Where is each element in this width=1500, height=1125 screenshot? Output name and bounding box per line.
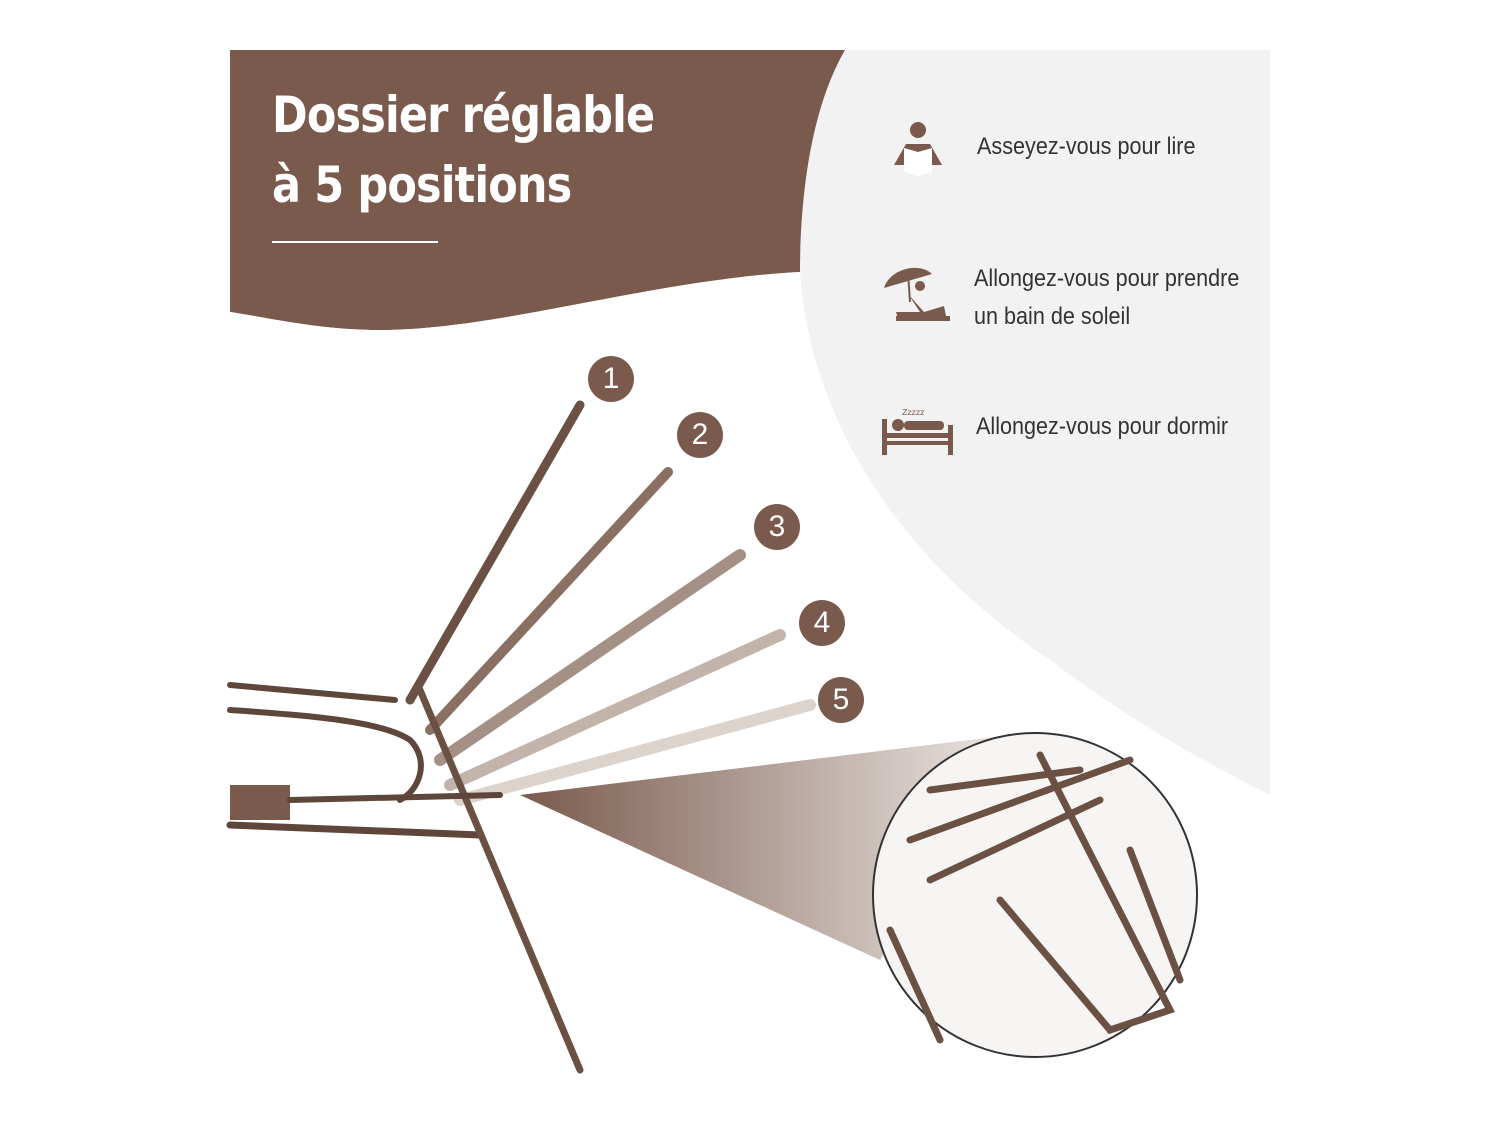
svg-text:Zzzzz: Zzzzz (902, 408, 924, 417)
position-badge-2: 2 (677, 412, 723, 458)
feature-sunbathe: Allongez-vous pour prendre un bain de so… (974, 260, 1239, 336)
page-title: Dossier réglable à 5 positions (272, 80, 655, 220)
brown-banner (230, 50, 845, 330)
feature-read: Asseyez-vous pour lire (977, 133, 1196, 160)
chair-drawing (226, 400, 816, 1074)
feature-sunbathe-line-2: un bain de soleil (974, 303, 1131, 330)
position-badge-3: 3 (754, 504, 800, 550)
title-line-1: Dossier réglable (272, 86, 655, 144)
feature-sleep: Allongez-vous pour dormir (976, 413, 1229, 440)
title-line-2: à 5 positions (272, 156, 572, 214)
title-underline (272, 241, 438, 243)
reading-person-icon (894, 122, 942, 176)
detail-circle (872, 732, 1198, 1058)
position-badge-5: 5 (818, 677, 864, 723)
sunbathing-umbrella-icon (884, 267, 950, 321)
position-badge-1: 1 (588, 356, 634, 402)
sleeping-bed-icon: Zzzzz (882, 408, 953, 455)
position-badge-4: 4 (799, 600, 845, 646)
feature-sunbathe-line-1: Allongez-vous pour prendre (974, 265, 1240, 292)
